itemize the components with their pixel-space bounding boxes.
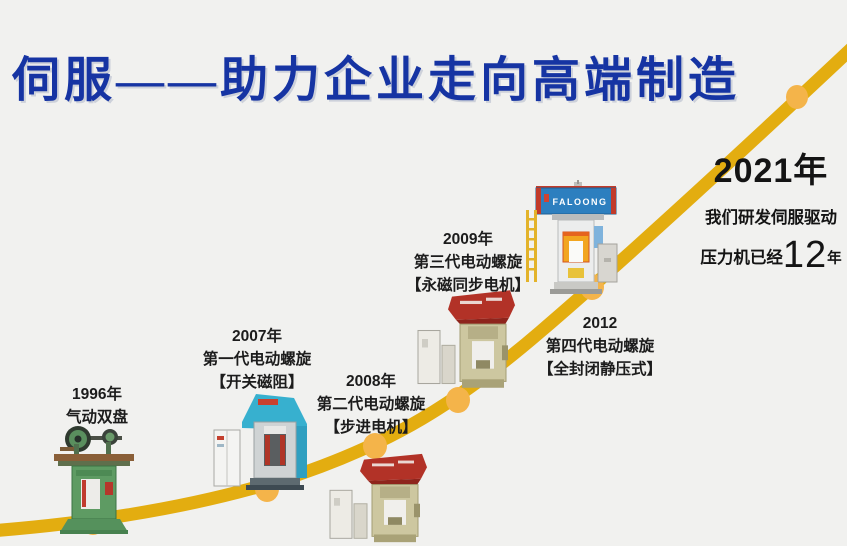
milestone-2007-line1: 第一代电动螺旋 [202,351,312,368]
milestone-2012-line1: 第四代电动螺旋 [545,338,655,355]
machine-2012-illustration: FALOONG [526,180,618,294]
machine-2009-illustration [417,290,515,388]
timeline-dot-2008 [363,433,387,459]
page-title: 伺服——助力企业走向高端制造 [12,54,741,107]
milestone-2021-line1: 我们研发伺服驱动 [705,209,837,227]
milestone-2007-line2: 【开关磁阻】 [210,374,304,391]
milestone-2008-line1: 第二代电动螺旋 [316,396,426,413]
milestone-2007: 2007年 第一代电动螺旋 【开关磁阻】 [203,325,312,394]
timeline-dot-2009 [446,387,470,413]
milestone-1996-year: 1996年 [72,386,122,403]
machine-2008-illustration [329,453,427,543]
milestone-2012-line2: 【全封闭静压式】 [537,361,663,378]
milestone-2009-line2: 【永磁同步电机】 [405,277,531,294]
milestone-2008-year: 2008年 [346,373,396,390]
milestone-2021: 2021年 我们研发伺服驱动 压力机已经12年 [695,143,847,277]
milestone-2021-year: 2021年 [713,152,829,190]
growth-curve-path [0,43,847,537]
milestone-2021-years-count: 12 [782,234,828,276]
milestone-2009-year: 2009年 [443,231,493,248]
machine-brand-label: FALOONG [553,197,608,207]
milestone-2012-year: 2012 [582,315,618,332]
machine-1996-illustration [54,426,134,534]
milestone-2021-line2-prefix: 压力机已经 [700,249,783,267]
milestone-2008-line2: 【步进电机】 [324,419,418,436]
machine-2007-illustration [213,394,307,490]
milestone-2021-line2: 压力机已经12年 [695,234,847,277]
milestone-1996: 1996年 气动双盘 [66,383,128,429]
milestone-1996-line1: 气动双盘 [65,409,129,426]
milestone-2012: 2012 第四代电动螺旋 【全封闭静压式】 [538,312,662,381]
milestone-2009: 2009年 第三代电动螺旋 【永磁同步电机】 [406,228,530,297]
milestone-2009-line1: 第三代电动螺旋 [413,254,523,271]
milestone-2008: 2008年 第二代电动螺旋 【步进电机】 [317,370,426,439]
timeline-dot-2021 [786,85,808,109]
milestone-2007-year: 2007年 [232,328,282,345]
milestone-2021-line2-suffix: 年 [827,251,842,267]
